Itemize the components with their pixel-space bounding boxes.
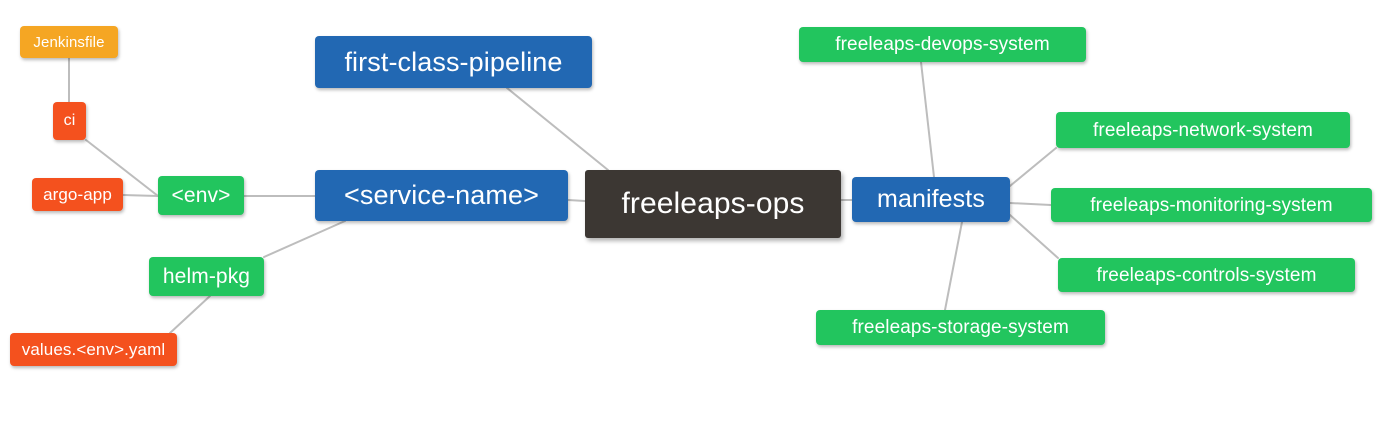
- mindmap-node-freeleaps-ops[interactable]: freeleaps-ops: [585, 170, 841, 238]
- mindmap-node-devops[interactable]: freeleaps-devops-system: [799, 27, 1086, 62]
- mindmap-node-storage[interactable]: freeleaps-storage-system: [816, 310, 1105, 345]
- mindmap-node-service-name[interactable]: <service-name>: [315, 170, 568, 221]
- mindmap-node-ci[interactable]: ci: [53, 102, 86, 140]
- mindmap-node-jenkinsfile[interactable]: Jenkinsfile: [20, 26, 118, 58]
- mindmap-node-argo-app[interactable]: argo-app: [32, 178, 123, 211]
- mindmap-node-controls[interactable]: freeleaps-controls-system: [1058, 258, 1355, 292]
- mindmap-node-env[interactable]: <env>: [158, 176, 244, 215]
- mindmap-node-values-yaml[interactable]: values.<env>.yaml: [10, 333, 177, 366]
- mindmap-node-helm-pkg[interactable]: helm-pkg: [149, 257, 264, 296]
- mindmap-node-manifests[interactable]: manifests: [852, 177, 1010, 222]
- mindmap-node-network[interactable]: freeleaps-network-system: [1056, 112, 1350, 148]
- mindmap-node-monitoring[interactable]: freeleaps-monitoring-system: [1051, 188, 1372, 222]
- mindmap-node-pipeline[interactable]: first-class-pipeline: [315, 36, 592, 88]
